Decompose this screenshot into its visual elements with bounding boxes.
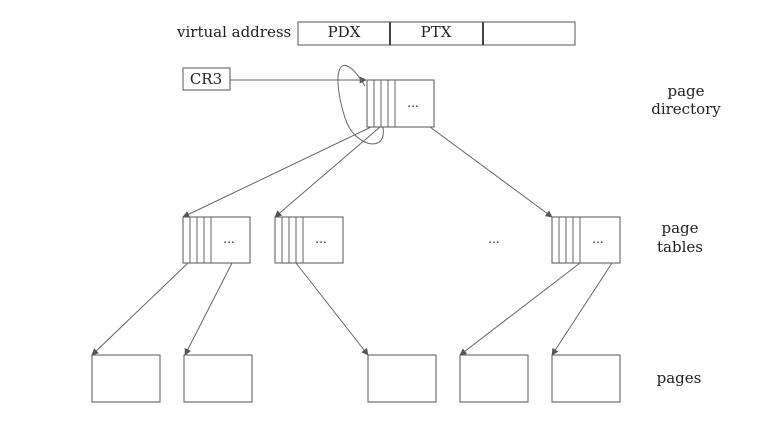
table-3-to-page-5-arrow [551,262,613,356]
cr3-label: CR3 [190,70,222,88]
table-1-to-page-1-arrow [91,262,189,356]
ptx-label: PTX [421,23,452,41]
table-1-to-page-2-arrow [184,262,233,356]
page-table-3: ... [551,216,621,264]
page-tables-gap-ellipsis: ... [488,232,499,246]
pdx-label: PDX [328,23,361,41]
page-3 [367,354,437,403]
page-4 [459,354,529,403]
page-tables-label-1: page [661,219,698,237]
page-1 [91,354,161,403]
offset-field [482,21,576,46]
page-directory-label-2: directory [651,100,721,118]
page-directory-ellipsis: ... [407,96,418,110]
page-table-1: ... [182,216,251,264]
table-2-to-page-3-arrow [295,262,369,356]
page-directory-label-1: page [667,82,704,100]
page-table-3-ellipsis: ... [592,232,603,246]
page-tables-label-2: tables [657,238,703,256]
page-directory: ... [366,79,435,128]
dir-to-table-3-arrow [429,126,553,218]
cr3-register [182,67,231,91]
pages-label: pages [657,369,702,387]
page-table-1-ellipsis: ... [223,232,234,246]
page-table-2: ... [274,216,344,264]
dir-to-table-2-arrow [274,126,381,218]
page-2 [183,354,253,403]
table-3-to-page-4-arrow [459,262,581,356]
page-5 [551,354,621,403]
page-table-2-ellipsis: ... [315,232,326,246]
pdx-index-loop [337,64,384,145]
virtual-address-register: PDX PTX [297,21,576,46]
dir-to-table-1-arrow [182,126,372,218]
virtual-address-label: virtual address [176,23,291,41]
